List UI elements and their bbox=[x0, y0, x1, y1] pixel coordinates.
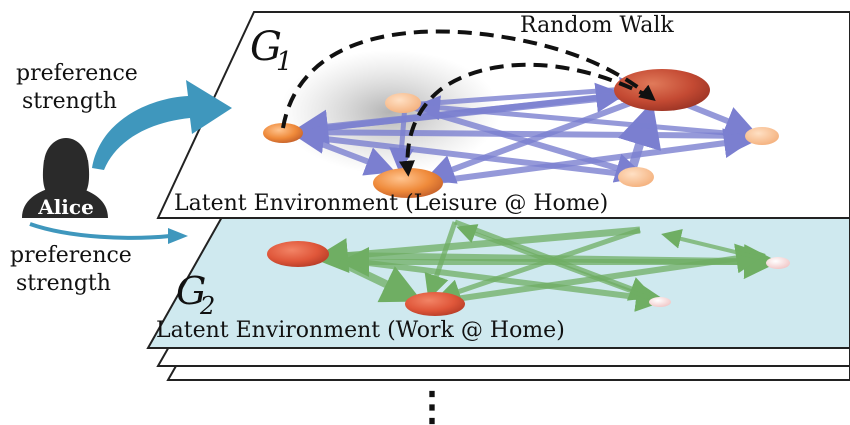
preference-label-top-line2: strength bbox=[22, 89, 117, 114]
layer-g1-symbol: G bbox=[250, 24, 282, 70]
layer-g2-title: G 2 bbox=[176, 269, 215, 320]
preference-arrow-top bbox=[92, 80, 232, 170]
graph-node bbox=[745, 127, 779, 145]
graph-node bbox=[385, 93, 421, 113]
layer-g2: G 2 Latent Environment (Work @ Home) bbox=[146, 177, 850, 349]
layer-g2-caption: Latent Environment (Work @ Home) bbox=[156, 318, 565, 343]
preference-label-bottom-line2: strength bbox=[16, 271, 111, 296]
user-name: Alice bbox=[37, 195, 94, 219]
graph-node bbox=[649, 297, 671, 307]
user-avatar-icon bbox=[22, 138, 108, 218]
layer-g1-edges bbox=[288, 76, 766, 185]
graph-node bbox=[405, 292, 465, 316]
graph-node bbox=[766, 257, 790, 269]
layer-g2-subscript: 2 bbox=[199, 292, 215, 320]
graph-node-walk-peak bbox=[614, 69, 710, 111]
preference-label-top-line1: preference bbox=[16, 61, 138, 86]
graph-node bbox=[267, 241, 329, 267]
layer-g1-nodes bbox=[263, 69, 779, 198]
user-alice: Alice bbox=[22, 138, 108, 219]
layer-g1: G 1 Random Walk Latent Environment (Leis… bbox=[156, 11, 850, 219]
layer-g1-caption: Latent Environment (Leisure @ Home) bbox=[174, 191, 608, 216]
layer-g2-edges bbox=[304, 219, 779, 312]
preference-arrow-bottom bbox=[29, 222, 188, 244]
graph-node-walk-end bbox=[373, 168, 443, 198]
random-walk-path bbox=[281, 29, 656, 177]
preference-label-bottom-line1: preference bbox=[10, 243, 132, 268]
random-walk-label: Random Walk bbox=[520, 13, 674, 38]
layer-g2-symbol: G bbox=[176, 269, 206, 313]
layer-g1-title: G 1 bbox=[250, 24, 293, 77]
graph-node bbox=[618, 167, 654, 187]
graph-node bbox=[263, 123, 303, 143]
layer-g2-nodes bbox=[267, 241, 790, 316]
more-layers-indicator: ⋮ bbox=[412, 383, 452, 425]
layer-g1-subscript: 1 bbox=[276, 47, 293, 77]
